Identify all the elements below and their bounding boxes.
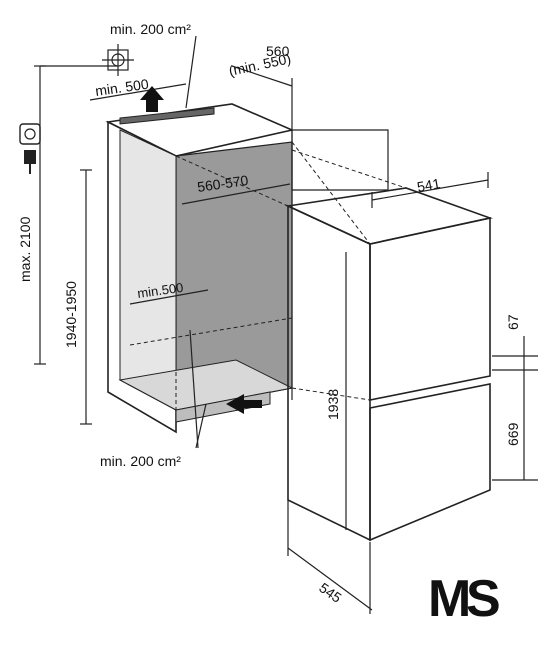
lower-section-label: 669 [505,422,521,446]
niche-depth-label: 560 [266,43,290,59]
appliance-depth-label: 545 [316,579,344,606]
vent-top-label: min. 200 cm² [110,21,191,37]
appliance-height-label: 1938 [325,389,341,420]
refrigerator [285,187,493,542]
brand-logo: M S [428,570,501,628]
logo-letter-s: S [466,570,501,628]
airflow-arrow-icon [140,86,262,414]
niche-height-label: 1940-1950 [63,281,79,348]
ventilation-icon [102,44,134,76]
top-opening-label: min. 500 [94,76,150,99]
dimension-lines [34,35,538,614]
power-plug-icon [24,150,36,174]
power-socket-icon [19,123,41,145]
vent-bottom-label: min. 200 cm² [100,453,181,469]
appliance-width-label: 541 [416,175,442,195]
lower-door [369,383,491,542]
niche-depth-min-label: (min. 550) [227,50,292,79]
projection-lines [129,141,407,410]
upper-gap-label: 67 [505,314,521,330]
inner-depth-label: min.500 [136,280,184,301]
logo-letter-m: M [428,570,471,628]
upper-door [369,217,491,401]
niche-width-label: 560-570 [196,172,249,195]
top-vent-slot [119,107,215,125]
max-height-label: max. 2100 [17,216,33,282]
